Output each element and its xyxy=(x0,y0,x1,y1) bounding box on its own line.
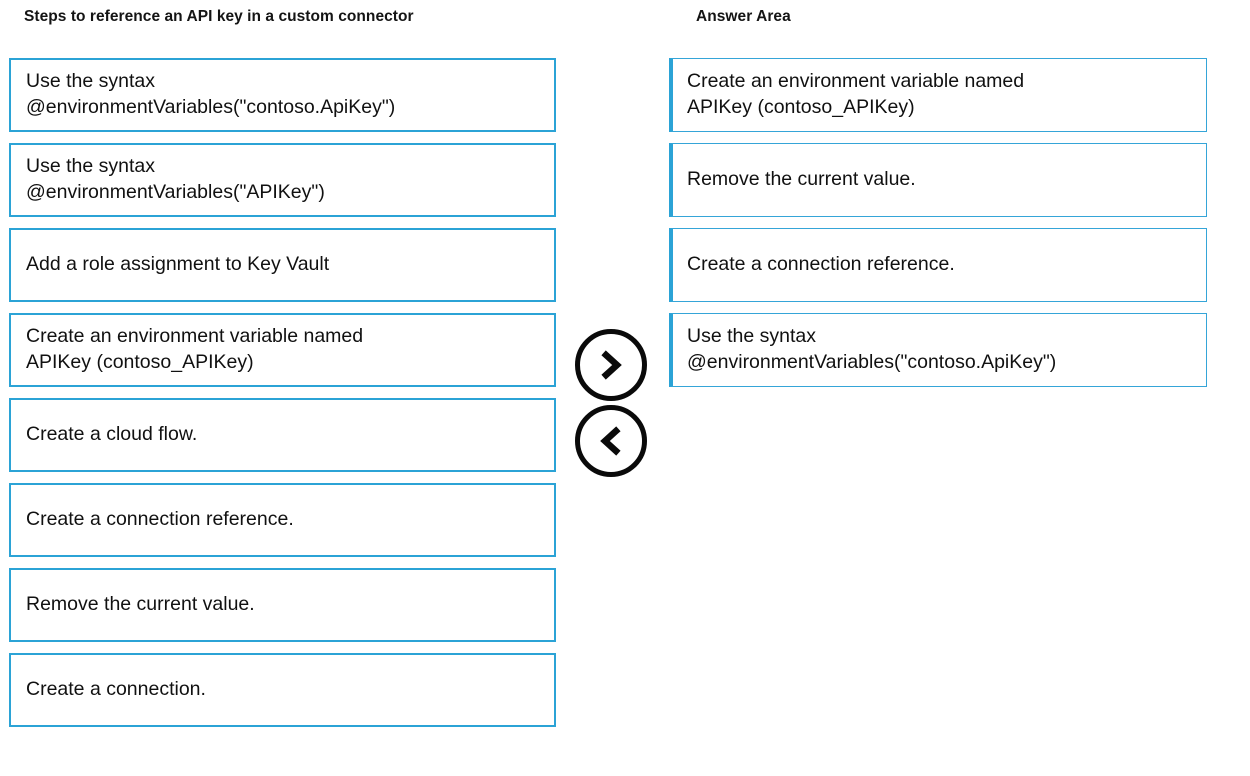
source-option-label: Use the syntax @environmentVariables("co… xyxy=(26,70,396,118)
answer-option-tile[interactable]: Use the syntax @environmentVariables("co… xyxy=(669,313,1207,387)
answer-option-label: Create an environment variable named API… xyxy=(687,70,1025,118)
source-option-label: Use the syntax @environmentVariables("AP… xyxy=(26,155,325,203)
answer-option-label: Use the syntax @environmentVariables("co… xyxy=(687,325,1057,373)
source-option-label: Add a role assignment to Key Vault xyxy=(26,253,330,276)
source-option-tile[interactable]: Use the syntax @environmentVariables("AP… xyxy=(9,143,556,217)
source-option-tile[interactable]: Use the syntax @environmentVariables("co… xyxy=(9,58,556,132)
source-option-tile[interactable]: Create an environment variable named API… xyxy=(9,313,556,387)
answer-option-label: Create a connection reference. xyxy=(687,253,955,276)
chevron-left-icon xyxy=(594,424,628,458)
move-button-group xyxy=(569,329,653,477)
answer-option-tile[interactable]: Remove the current value. xyxy=(669,143,1207,217)
answer-option-tile[interactable]: Create a connection reference. xyxy=(669,228,1207,302)
answer-area-heading: Answer Area xyxy=(696,8,791,25)
source-option-tile[interactable]: Create a connection. xyxy=(9,653,556,727)
source-option-label: Create a connection reference. xyxy=(26,508,294,531)
source-option-tile[interactable]: Create a cloud flow. xyxy=(9,398,556,472)
source-option-tile[interactable]: Create a connection reference. xyxy=(9,483,556,557)
move-left-button[interactable] xyxy=(575,405,647,477)
answer-area-list: Create an environment variable named API… xyxy=(669,58,1211,398)
chevron-right-icon xyxy=(594,348,628,382)
answer-option-label: Remove the current value. xyxy=(687,168,916,191)
source-option-label: Remove the current value. xyxy=(26,593,255,616)
answer-option-tile[interactable]: Create an environment variable named API… xyxy=(669,58,1207,132)
source-option-label: Create a cloud flow. xyxy=(26,423,198,446)
source-option-label: Create an environment variable named API… xyxy=(26,325,364,373)
source-option-label: Create a connection. xyxy=(26,678,206,701)
source-column-heading: Steps to reference an API key in a custo… xyxy=(24,8,414,25)
move-right-button[interactable] xyxy=(575,329,647,401)
source-options-list: Use the syntax @environmentVariables("co… xyxy=(9,58,556,738)
source-option-tile[interactable]: Remove the current value. xyxy=(9,568,556,642)
source-option-tile[interactable]: Add a role assignment to Key Vault xyxy=(9,228,556,302)
